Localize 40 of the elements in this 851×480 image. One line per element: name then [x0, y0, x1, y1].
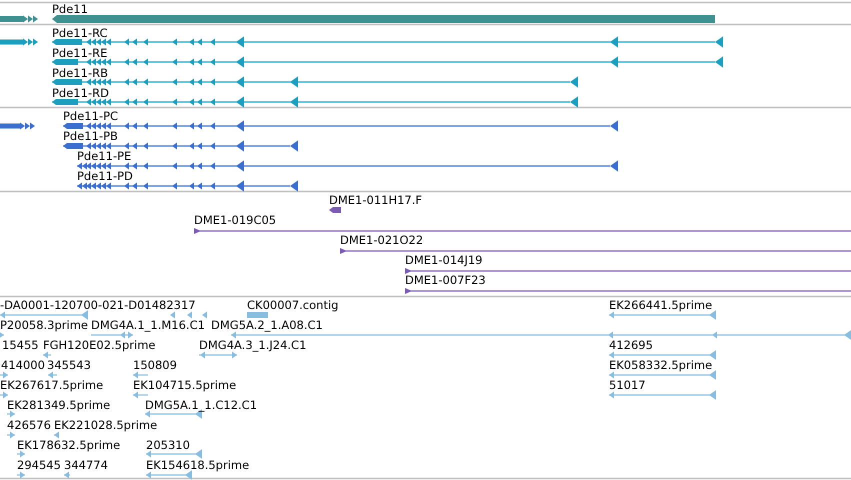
clone-label: DME1-011H17.F — [329, 194, 422, 207]
gene-label: Pde11-PB — [63, 130, 118, 143]
est-label: DMG5A.2_1.A08.C1 — [211, 319, 323, 332]
est-label: EK267617.5prime — [0, 379, 104, 392]
est-label: EK104715.5prime — [133, 379, 236, 392]
est-label: 294545 — [17, 459, 61, 472]
est-label: DMG4A.1_1.M16.C1 — [91, 319, 205, 332]
est-label: FGH120E02.5prime — [43, 339, 156, 352]
est-label: EK154618.5prime — [146, 459, 250, 472]
gene-label: Pde11-RE — [52, 47, 108, 60]
gene-label: Pde11 — [52, 3, 88, 16]
est-label: 345543 — [47, 359, 91, 372]
est-label: EK281349.5prime — [7, 399, 110, 412]
gene-label: Pde11-RB — [52, 67, 108, 80]
est-label: CK00007.contig — [247, 299, 338, 312]
est-label: DMG5A.1_1.C12.C1 — [145, 399, 258, 412]
est-label: 205310 — [146, 439, 190, 452]
est-label: EK221028.5prime — [54, 419, 158, 432]
est-label: 51017 — [609, 379, 646, 392]
gene-label: Pde11-PE — [77, 150, 132, 163]
est-label: 150809 — [133, 359, 177, 372]
est-label: 414000 — [1, 359, 45, 372]
gene-label: Pde11-PD — [77, 170, 133, 183]
est-label: P20058.3prime — [0, 319, 88, 332]
gene-label: Pde11-PC — [63, 110, 118, 123]
clone-label: DME1-021O22 — [340, 234, 424, 247]
est-label: DMG4A.3_1.J24.C1 — [199, 339, 306, 352]
clone-label: DME1-007F23 — [405, 274, 486, 287]
est-label: EK266441.5prime — [609, 299, 712, 312]
est-label: 426576 — [7, 419, 51, 432]
est-label: 344774 — [64, 459, 108, 472]
est-label: -DA0001-120700-021-D01482317 — [0, 299, 196, 312]
clone-label: DME1-014J19 — [405, 254, 482, 267]
gene-label: Pde11-RD — [52, 87, 109, 100]
est-label: 15455 — [2, 339, 39, 352]
gene-label: Pde11-RC — [52, 27, 108, 40]
est-label: EK058332.5prime — [609, 359, 712, 372]
est-label: 412695 — [609, 339, 653, 352]
clone-label: DME1-019C05 — [194, 214, 276, 227]
est-label: EK178632.5prime — [17, 439, 120, 452]
